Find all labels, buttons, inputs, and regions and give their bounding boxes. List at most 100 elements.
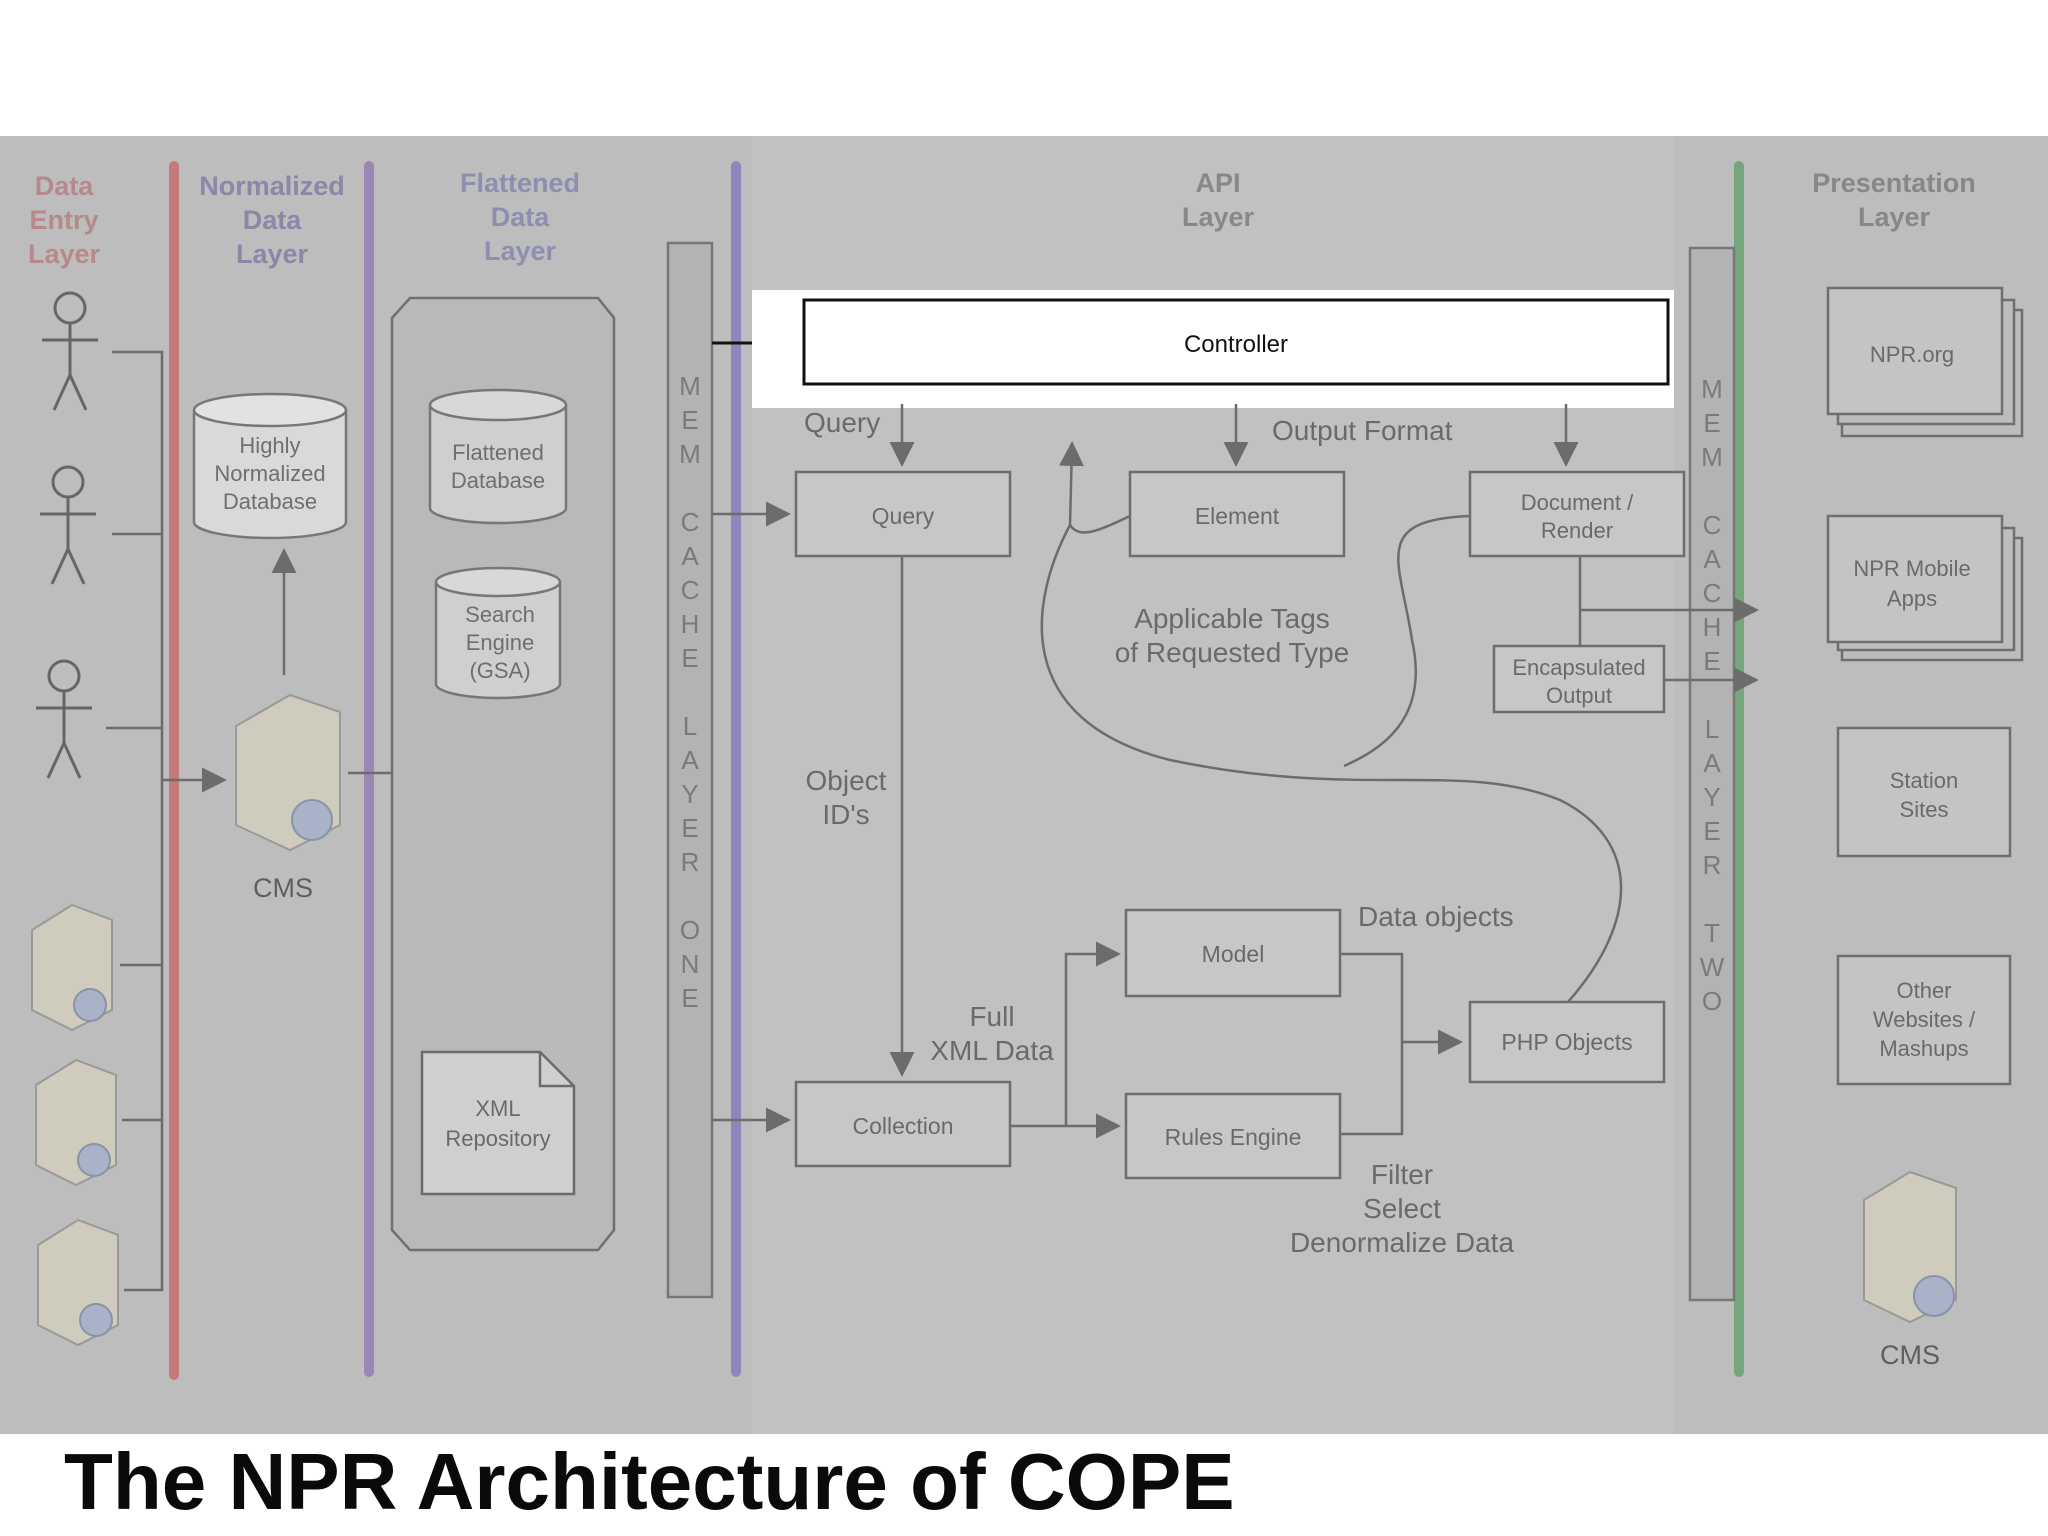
cache-letter: A (1703, 544, 1721, 574)
data-objects-label: Data objects (1358, 901, 1514, 932)
svg-text:Other: Other (1896, 978, 1951, 1003)
cache-layer-one (666, 241, 714, 1299)
entry-connectors (106, 350, 227, 1292)
svg-text:Entry: Entry (29, 205, 98, 235)
cache-letter: A (681, 541, 699, 571)
cache-letter: Y (1703, 782, 1720, 812)
server-icon (31, 903, 113, 1032)
model-box[interactable]: Model (1124, 908, 1342, 998)
svg-text:Engine: Engine (466, 630, 535, 655)
svg-text:XML Data: XML Data (930, 1035, 1054, 1066)
svg-text:Data: Data (243, 205, 303, 235)
cache-letter: H (681, 609, 700, 639)
svg-text:PHP Objects: PHP Objects (1501, 1029, 1632, 1055)
svg-text:Mashups: Mashups (1879, 1036, 1968, 1061)
svg-text:Output: Output (1546, 683, 1612, 708)
header-normalized: Normalized Data Layer (199, 171, 345, 269)
cache-letter: C (681, 575, 700, 605)
svg-text:Model: Model (1202, 941, 1265, 967)
filter-label: Filter Select Denormalize Data (1290, 1159, 1515, 1258)
encapsulated-output-box[interactable]: Encapsulated Output (1492, 644, 1666, 714)
svg-text:Sites: Sites (1900, 797, 1949, 822)
station-sites-box: Station Sites (1836, 726, 2012, 858)
svg-text:Normalized: Normalized (214, 461, 325, 486)
cache-letter: L (1705, 714, 1719, 744)
cache-letter: A (1703, 748, 1721, 778)
cache-letter: O (680, 915, 700, 945)
svg-text:XML: XML (475, 1096, 520, 1121)
svg-text:Layer: Layer (484, 236, 557, 266)
element-box[interactable]: Element (1128, 470, 1346, 558)
query-label: Query (804, 407, 880, 438)
svg-text:Station: Station (1890, 768, 1959, 793)
user-icon (40, 465, 96, 585)
cache-layer-two (1688, 246, 1736, 1302)
svg-text:Highly: Highly (239, 433, 300, 458)
header-presentation: Presentation Layer (1812, 168, 1976, 232)
svg-text:Rules Engine: Rules Engine (1165, 1124, 1302, 1150)
cache-letter: M (679, 439, 701, 469)
cache-letter: C (1703, 578, 1722, 608)
other-websites-box: Other Websites / Mashups (1836, 954, 2012, 1086)
cache-letter: L (683, 711, 697, 741)
user-icon (36, 659, 92, 779)
svg-text:NPR.org: NPR.org (1870, 342, 1954, 367)
cache-letter: R (1703, 850, 1722, 880)
svg-text:Select: Select (1363, 1193, 1441, 1224)
svg-text:Render: Render (1541, 518, 1613, 543)
server-icon (37, 1218, 119, 1347)
svg-text:of Requested Type: of Requested Type (1115, 637, 1350, 668)
svg-text:Layer: Layer (1182, 202, 1255, 232)
server-icon (35, 1058, 117, 1187)
svg-text:Apps: Apps (1887, 586, 1937, 611)
collection-box[interactable]: Collection (794, 1080, 1012, 1168)
cache-letter: H (1703, 612, 1722, 642)
svg-text:Encapsulated: Encapsulated (1512, 655, 1645, 680)
php-objects-box[interactable]: PHP Objects (1468, 1000, 1666, 1084)
svg-text:Object: Object (806, 765, 887, 796)
cache-letter: E (1703, 646, 1720, 676)
svg-text:Denormalize Data: Denormalize Data (1290, 1227, 1515, 1258)
controller-label: Controller (1184, 331, 1288, 358)
svg-text:Element: Element (1195, 503, 1280, 529)
cache-letter: E (681, 983, 698, 1013)
svg-text:ID's: ID's (822, 799, 869, 830)
svg-text:Flattened: Flattened (452, 440, 544, 465)
cache-letter: M (1701, 374, 1723, 404)
rules-engine-box[interactable]: Rules Engine (1124, 1092, 1342, 1180)
svg-text:Filter: Filter (1371, 1159, 1433, 1190)
user-icon (42, 291, 98, 411)
cache-letter: E (681, 813, 698, 843)
cache-letter: W (1700, 952, 1725, 982)
object-ids-label: Object ID's (806, 765, 887, 830)
npr-org-stack: NPR.org (1826, 286, 2024, 438)
controller-box[interactable] (802, 298, 1670, 386)
cms-server-icon (235, 693, 341, 852)
svg-text:Full: Full (969, 1001, 1014, 1032)
svg-text:API: API (1195, 168, 1240, 198)
output-format-label: Output Format (1272, 415, 1453, 446)
cache-letter: C (681, 507, 700, 537)
svg-text:Layer: Layer (1858, 202, 1931, 232)
cache-letter: M (679, 371, 701, 401)
svg-text:Layer: Layer (236, 239, 309, 269)
cache-one-arrows (712, 501, 791, 1133)
svg-text:Collection: Collection (853, 1113, 954, 1139)
svg-text:(GSA): (GSA) (469, 658, 530, 683)
header-flattened: Flattened Data Layer (460, 168, 580, 266)
cache-letter: E (681, 643, 698, 673)
query-box[interactable]: Query (794, 470, 1012, 558)
svg-text:Document /: Document / (1521, 490, 1634, 515)
header-api: API Layer (1182, 168, 1255, 232)
svg-text:Database: Database (451, 468, 545, 493)
svg-text:Flattened: Flattened (460, 168, 580, 198)
cache-letter: M (1701, 442, 1723, 472)
flattened-panel (390, 296, 616, 1252)
cache-letter: R (681, 847, 700, 877)
document-render-box[interactable]: Document / Render (1468, 470, 1686, 558)
cache-letter: T (1704, 918, 1720, 948)
applicable-tags-label: Applicable Tags of Requested Type (1115, 603, 1350, 668)
svg-text:Query: Query (872, 503, 935, 529)
